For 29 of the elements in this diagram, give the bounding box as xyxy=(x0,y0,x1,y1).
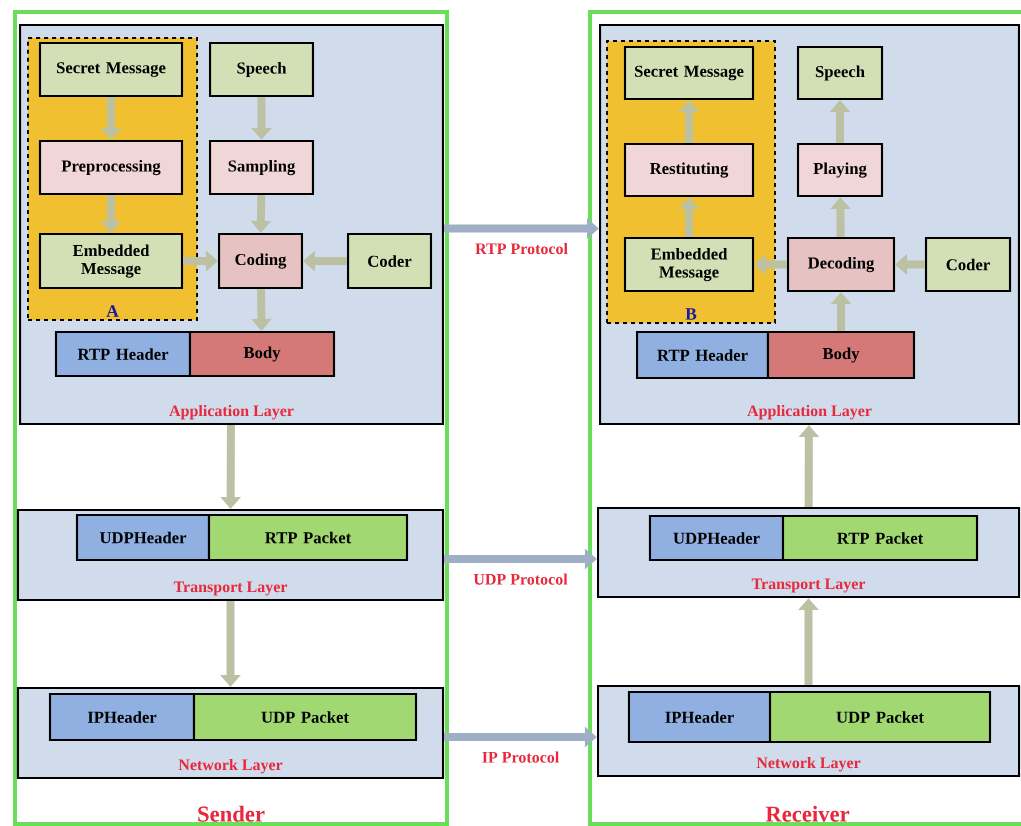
edge-label: UDP Protocol xyxy=(472,572,569,586)
process-box: Coder xyxy=(924,236,1012,293)
body-field: Body xyxy=(766,330,916,380)
process-box: Embedded Message xyxy=(38,232,184,290)
process-box: Secret Message xyxy=(38,41,184,98)
process-box: Playing xyxy=(796,142,884,198)
edge-label: IP Protocol xyxy=(480,750,561,764)
header-field: IPHeader xyxy=(627,690,772,744)
process-box: Preprocessing xyxy=(38,139,184,196)
header-field: UDPHeader xyxy=(648,514,785,562)
header-field: RTP Header xyxy=(635,330,770,380)
packet-field: RTP Packet xyxy=(207,513,409,562)
process-box: Decoding xyxy=(786,236,896,293)
process-box: Speech xyxy=(208,41,315,98)
packet-field: UDP Packet xyxy=(192,692,418,742)
process-box: Sampling xyxy=(208,139,315,196)
header-field: IPHeader xyxy=(48,692,196,742)
process-box: Secret Message xyxy=(623,45,755,101)
process-box: Speech xyxy=(796,45,884,101)
header-field: UDPHeader xyxy=(75,513,211,562)
edge-label: RTP Protocol xyxy=(473,241,570,256)
body-field: Body xyxy=(188,330,336,378)
packet-field: RTP Packet xyxy=(781,514,979,562)
process-box: Coder xyxy=(346,232,433,290)
process-box: Restituting xyxy=(623,142,755,198)
header-field: RTP Header xyxy=(54,330,192,378)
process-box: Embedded Message xyxy=(623,236,755,293)
process-box: Coding xyxy=(217,232,304,290)
packet-field: UDP Packet xyxy=(768,690,992,744)
